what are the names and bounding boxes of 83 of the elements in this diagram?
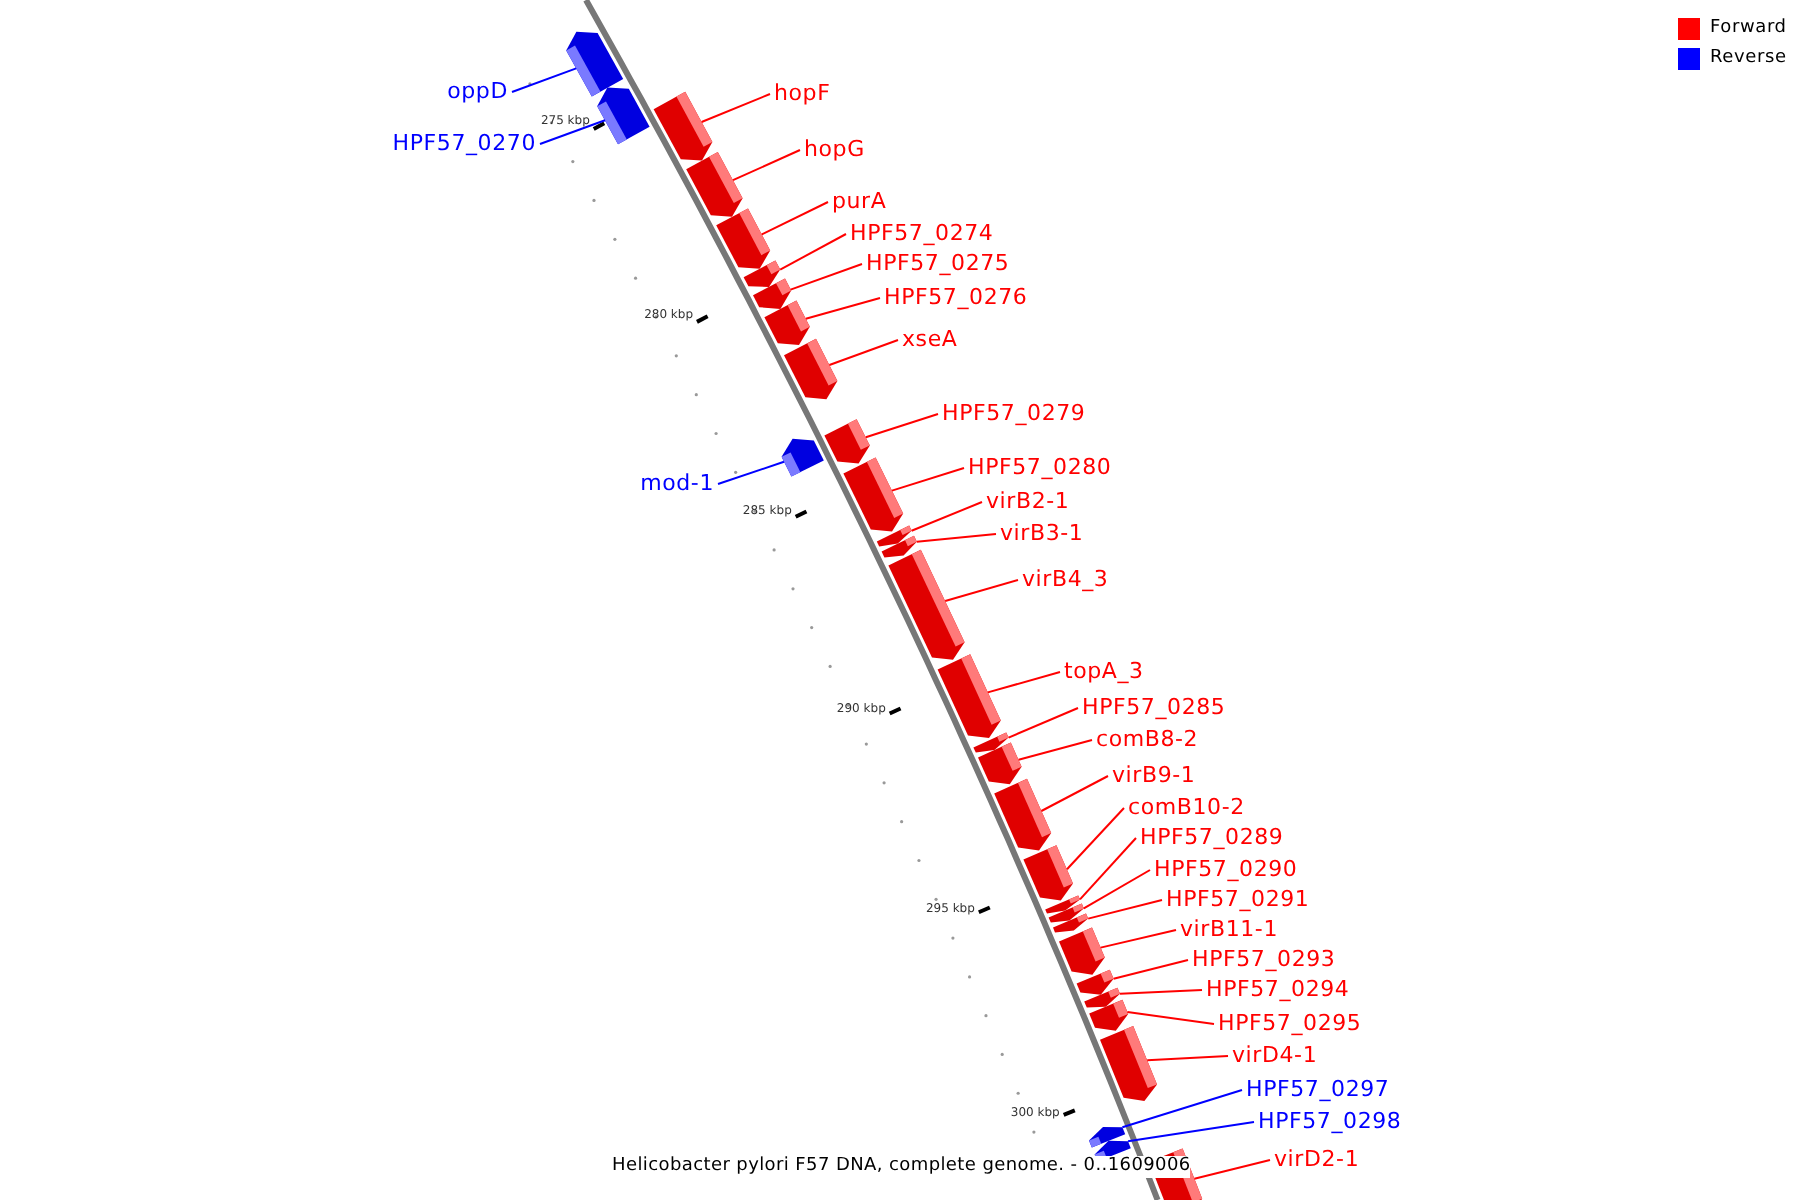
- leader-line: [1099, 929, 1177, 949]
- leader-line: [717, 460, 785, 485]
- gene-label: HPF57_0289: [1140, 824, 1284, 850]
- leader-line: [1112, 959, 1189, 980]
- gene-label: HPF57_0270: [392, 130, 536, 156]
- gene-feature: [764, 300, 810, 345]
- gene-feature: [1053, 913, 1089, 933]
- gene-label: hopG: [804, 136, 865, 162]
- gene-label: HPF57_0295: [1218, 1010, 1362, 1036]
- gene-label: HPF57_0276: [884, 284, 1028, 310]
- gene-feature: [1089, 999, 1129, 1031]
- gene-label: xseA: [902, 326, 958, 352]
- leader-line: [789, 263, 863, 291]
- leader-line: [1040, 775, 1109, 812]
- leader-line: [828, 339, 899, 366]
- gene-label: topA_3: [1064, 658, 1144, 684]
- gene-label: virB4_3: [1022, 566, 1109, 592]
- leader-line: [915, 533, 997, 543]
- gene-label: HPF57_0298: [1258, 1108, 1402, 1134]
- leader-line: [1087, 899, 1163, 920]
- gene-label: HPF57_0293: [1192, 946, 1336, 972]
- leader-line: [760, 201, 829, 236]
- gene-label: HPF57_0279: [942, 400, 1086, 426]
- gene-feature: [753, 278, 792, 309]
- leader-line: [511, 67, 578, 93]
- caption: Helicobacter pylori F57 DNA, complete genome. - 0..1609006: [612, 1156, 1191, 1178]
- leader-line: [1119, 989, 1203, 995]
- leader-line: [1127, 1121, 1255, 1143]
- leader-line: [1146, 1055, 1229, 1062]
- leader-line: [1007, 707, 1079, 739]
- gene-label: virD2-1: [1274, 1146, 1360, 1172]
- gene-feature: [653, 91, 713, 161]
- gene-label: mod-1: [640, 470, 714, 496]
- leader-line: [986, 671, 1061, 694]
- gene-label: HPF57_0285: [1082, 694, 1226, 720]
- legend-label: Reverse: [1710, 46, 1787, 72]
- gene-label: virD4-1: [1232, 1042, 1318, 1068]
- gene-label: HPF57_0274: [850, 220, 994, 246]
- gene-feature: [781, 438, 824, 477]
- leader-line: [804, 297, 881, 320]
- gene-label: HPF57_0291: [1166, 886, 1310, 912]
- gene-label: oppD: [447, 78, 508, 104]
- leader-line: [944, 579, 1019, 602]
- leader-line: [891, 467, 965, 492]
- legend-label: Forward: [1710, 16, 1787, 42]
- gene-label: HPF57_0290: [1154, 856, 1298, 882]
- leader-line: [779, 233, 847, 271]
- leader-line: [1066, 807, 1125, 871]
- gene-feature: [1076, 969, 1114, 995]
- gene-feature: [743, 260, 781, 287]
- gene-label: virB3-1: [1000, 520, 1084, 546]
- leader-line: [1126, 1011, 1215, 1025]
- gene-label: hopF: [774, 80, 831, 106]
- gene-label: HPF57_0280: [968, 454, 1112, 480]
- gene-label: virB9-1: [1112, 762, 1196, 788]
- leader-line: [1017, 739, 1093, 761]
- leader-line: [864, 413, 939, 439]
- gene-feature: [824, 419, 870, 464]
- gene-label: virB2-1: [986, 488, 1070, 514]
- gene-feature: [937, 654, 1001, 738]
- gene-label: HPF57_0297: [1246, 1076, 1390, 1102]
- leader-line: [910, 501, 983, 532]
- leader-line: [1082, 869, 1151, 910]
- leader-line: [539, 119, 606, 145]
- gene-feature: [994, 778, 1052, 851]
- gene-feature: [566, 31, 624, 97]
- gene-feature: [888, 549, 965, 660]
- gene-label: HPF57_0294: [1206, 976, 1350, 1002]
- leader-line: [1193, 1159, 1271, 1180]
- gene-label: HPF57_0275: [866, 250, 1010, 276]
- gene-feature: [784, 338, 838, 400]
- leader-line: [1121, 1089, 1243, 1129]
- gene-label: purA: [832, 188, 887, 214]
- leader-line: [732, 149, 801, 182]
- gene-feature: [686, 152, 743, 217]
- gene-feature: [881, 535, 917, 558]
- leader-line: [1079, 837, 1137, 901]
- gene-feature: [843, 457, 904, 532]
- gene-label: comB8-2: [1096, 726, 1199, 752]
- gene-feature: [597, 87, 650, 145]
- leader-line: [700, 93, 771, 123]
- gene-label: virB11-1: [1180, 916, 1278, 942]
- gene-label: comB10-2: [1128, 794, 1245, 820]
